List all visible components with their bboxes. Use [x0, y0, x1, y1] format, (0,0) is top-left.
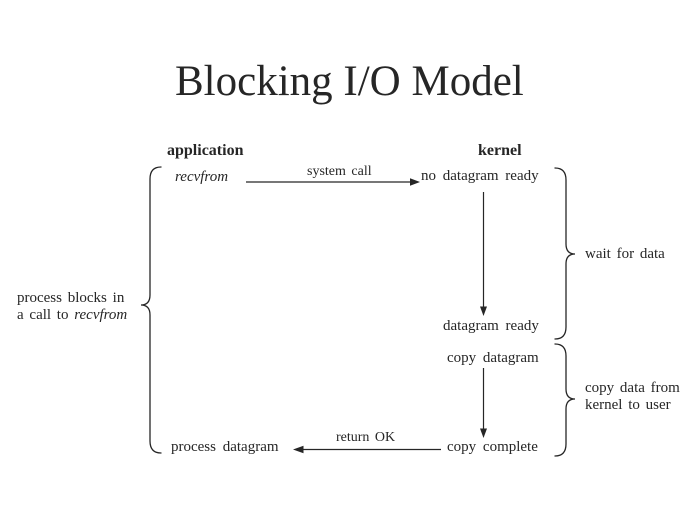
copy-data-note: copy data from kernel to user — [585, 380, 680, 414]
system-call-label: system call — [307, 164, 372, 179]
process-blocks-note: process blocks in a call to recvfrom — [17, 290, 127, 324]
copy-data-line2: kernel to user — [585, 397, 671, 413]
return-ok-label: return OK — [336, 430, 396, 445]
node-recvfrom: recvfrom — [175, 169, 229, 185]
system-call-arrow — [246, 178, 420, 186]
copy-brace — [554, 343, 576, 457]
node-copy-datagram: copy datagram — [447, 350, 539, 366]
copy-datagram-arrow — [480, 368, 487, 438]
wait-for-data-arrow — [480, 192, 487, 316]
node-datagram-ready: datagram ready — [443, 318, 539, 334]
wait-brace — [554, 167, 576, 340]
process-blocks-line2: a call to — [17, 307, 75, 323]
wait-for-data-note: wait for data — [585, 246, 665, 262]
diagram-title: Blocking I/O Model — [175, 58, 524, 105]
column-header-application: application — [167, 142, 244, 159]
copy-data-line1: copy data from — [585, 380, 680, 396]
return-ok-arrow — [293, 445, 441, 454]
process-blocks-line1: process blocks in — [17, 290, 125, 306]
node-process-datagram: process datagram — [171, 439, 279, 455]
column-header-kernel: kernel — [478, 142, 522, 159]
node-no-datagram-ready: no datagram ready — [421, 168, 539, 184]
process-blocks-recvfrom: recvfrom — [74, 307, 128, 323]
node-copy-complete: copy complete — [447, 439, 538, 455]
left-brace — [140, 166, 162, 454]
